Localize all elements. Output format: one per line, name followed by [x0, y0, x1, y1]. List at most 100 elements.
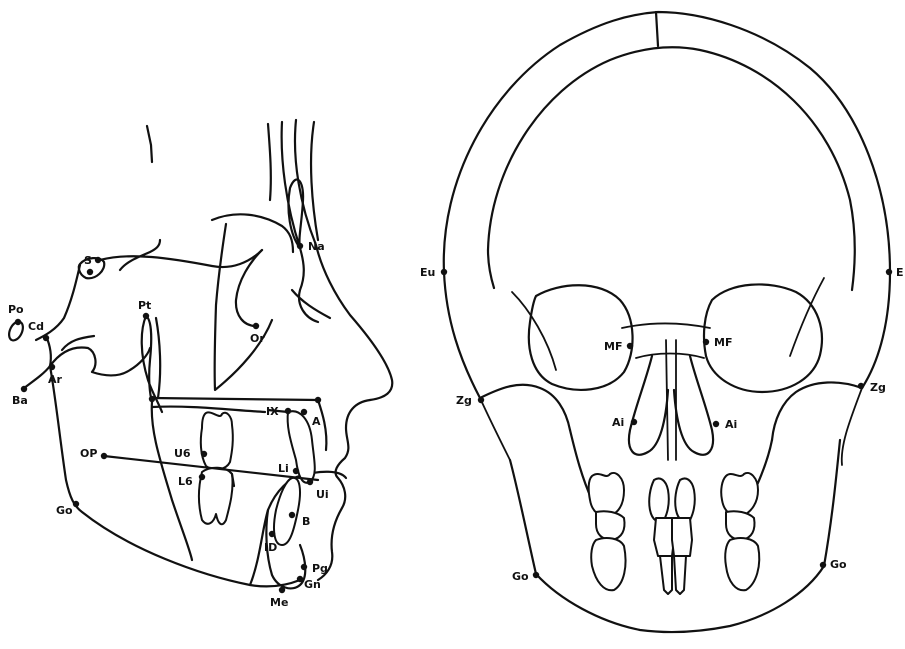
label-U6: U6: [174, 447, 191, 460]
label-Na: Na: [308, 240, 325, 253]
point-Ai-right: [713, 421, 719, 427]
lower-incisor-left: [660, 556, 672, 594]
point-ANS: [315, 397, 321, 403]
point-MF-left: [627, 343, 633, 349]
label-Ai-left: Ai: [612, 416, 624, 429]
upper-central-incisor-left: [649, 478, 669, 521]
label-S: S: [84, 254, 92, 267]
upper-central-incisor-right: [675, 478, 695, 521]
point-E: [886, 269, 892, 275]
label-Ai-right: Ai: [725, 418, 737, 431]
upper-incisor: [288, 411, 315, 483]
upper-right-molar-crown: [726, 511, 755, 540]
point-L6: [199, 474, 205, 480]
upper-right-molar: [721, 473, 758, 516]
label-Me: Me: [270, 596, 288, 609]
point-IX: [285, 408, 291, 414]
pterygoid-outline: [50, 347, 150, 375]
forehead-line-outer: [268, 124, 271, 200]
point-Cd: [43, 335, 49, 341]
skull-inner-outline: [488, 47, 855, 290]
label-B: B: [302, 515, 310, 528]
lateral-cephalogram: S Na Po Cd Ba Ar Pt Or IX A OP U6 L6 Li …: [6, 120, 392, 609]
skull-left-side: [444, 272, 480, 398]
palatal-plane: [152, 398, 318, 400]
frontal-cephalogram: Eu E MF MF Zg Zg Ai Ai Go Go: [420, 12, 904, 632]
forehead-line-inner: [311, 122, 318, 240]
point-ANS-PNS: [149, 396, 155, 402]
left-ear: [480, 398, 510, 460]
maxilla-posterior: [215, 224, 272, 390]
sagittal-suture: [656, 12, 658, 46]
right-ear: [842, 388, 862, 465]
label-IX: IX: [266, 405, 279, 418]
label-Or: Or: [250, 332, 265, 345]
basion-line: [24, 366, 50, 388]
point-Go: [73, 501, 79, 507]
point-S-inner: [87, 269, 93, 275]
point-Go-left: [533, 572, 539, 578]
point-Ui: [307, 479, 313, 485]
label-Pg: Pg: [312, 562, 328, 575]
point-Li: [293, 468, 299, 474]
label-ID: ID: [264, 541, 277, 554]
label-Zg-right: Zg: [870, 381, 886, 394]
lower-incisor-right: [674, 556, 686, 594]
point-Or: [253, 323, 259, 329]
point-MF-right: [703, 339, 709, 345]
nasal-septum-left: [666, 340, 668, 460]
label-Eu: Eu: [420, 266, 435, 279]
label-MF-left: MF: [604, 340, 622, 353]
nasal-cavity-left: [629, 356, 668, 455]
point-Pg: [301, 564, 307, 570]
point-A: [301, 409, 307, 415]
orbit-outline: [236, 250, 262, 326]
point-Ar: [49, 364, 55, 370]
label-L6: L6: [178, 475, 193, 488]
upper-first-molar: [201, 412, 233, 469]
point-Eu: [441, 269, 447, 275]
point-U6: [201, 451, 207, 457]
incisor-crown-right: [672, 518, 692, 556]
label-E: E: [896, 266, 904, 279]
label-Li: Li: [278, 462, 289, 475]
skull-outer-outline: [444, 12, 890, 388]
point-Na: [297, 243, 303, 249]
point-Gn: [297, 576, 303, 582]
point-B: [289, 512, 295, 518]
point-Po: [15, 319, 21, 325]
label-A: A: [312, 415, 321, 428]
label-Po: Po: [8, 303, 24, 316]
point-Zg-right: [858, 383, 864, 389]
point-OP: [101, 453, 107, 459]
point-Zg-left: [478, 397, 484, 403]
label-Go: Go: [56, 504, 73, 517]
soft-tissue-profile: [295, 120, 392, 400]
nasal-cavity-right: [674, 356, 713, 455]
label-Pt: Pt: [138, 299, 151, 312]
point-Pt: [143, 313, 149, 319]
nasal-bridge-line: [636, 354, 704, 359]
label-Ba: Ba: [12, 394, 28, 407]
clinoid-line: [120, 240, 160, 270]
lateral-cranial-mark: [147, 126, 152, 162]
left-zygoma: [480, 385, 570, 430]
interorbital-line: [622, 324, 710, 329]
label-Ar: Ar: [48, 373, 63, 386]
label-Go-right: Go: [830, 558, 847, 571]
point-Me: [279, 587, 285, 593]
point-Go-right: [820, 562, 826, 568]
label-Ui: Ui: [316, 488, 329, 501]
nasal-inner-line: [292, 290, 330, 318]
upper-left-molar-crown: [596, 511, 625, 540]
point-S: [95, 257, 101, 263]
right-zygoma: [772, 382, 862, 440]
palate-lower-line: [152, 407, 265, 412]
nasal-bone: [299, 248, 318, 322]
label-MF-right: MF: [714, 336, 732, 349]
label-Gn: Gn: [304, 578, 321, 591]
lower-right-molar: [725, 538, 759, 590]
label-Go-left: Go: [512, 570, 529, 583]
